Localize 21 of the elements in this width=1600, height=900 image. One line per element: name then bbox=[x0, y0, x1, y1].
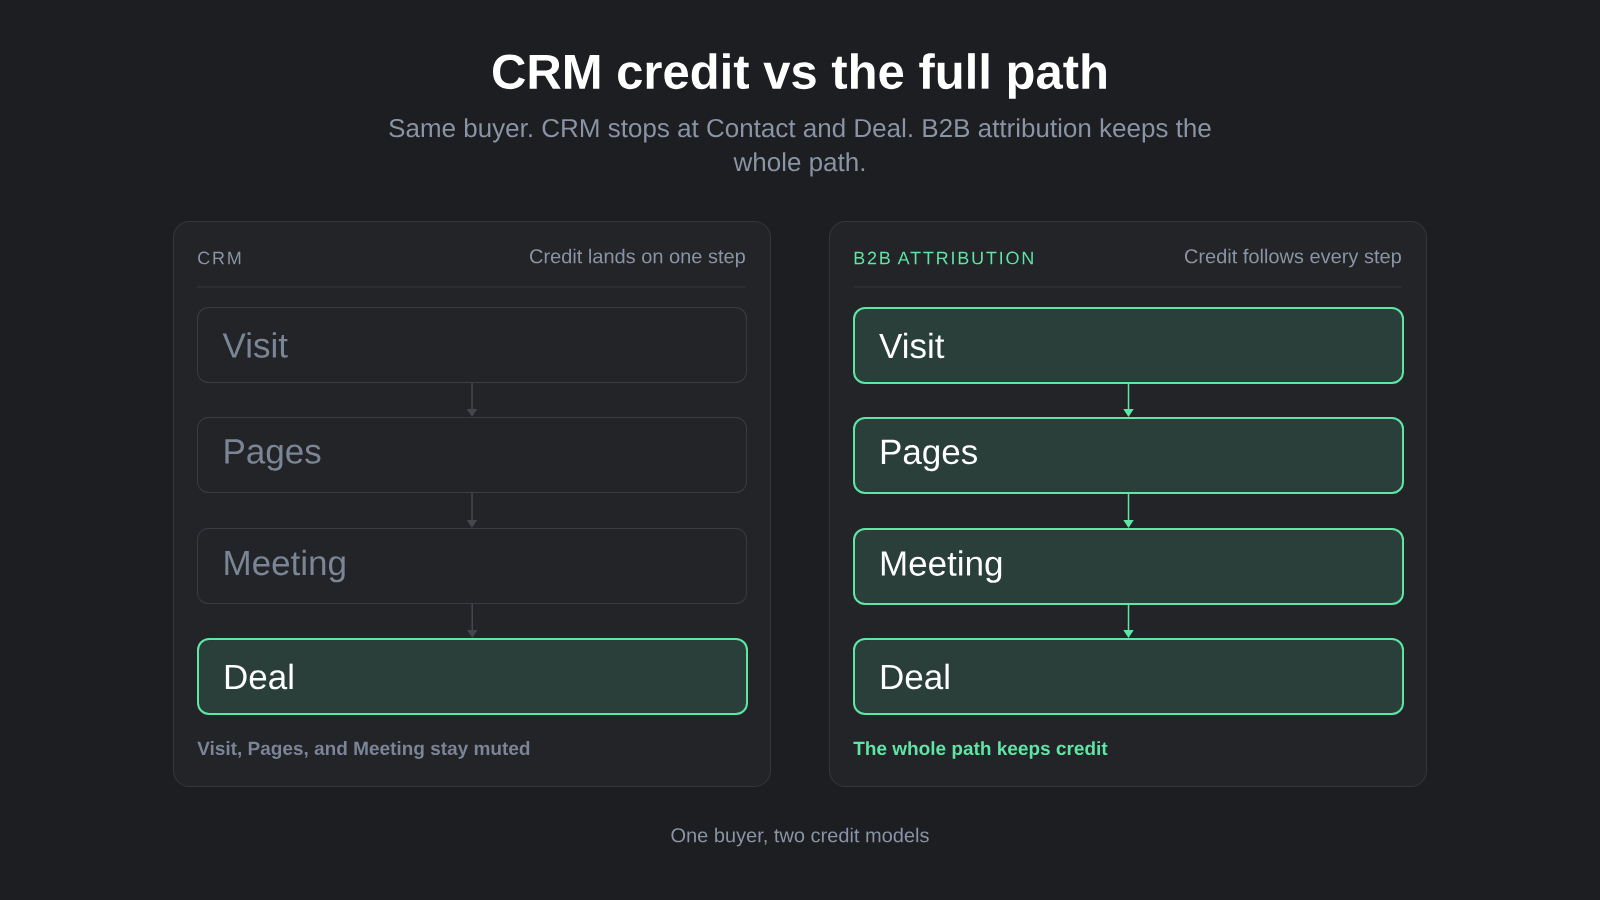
step-box: Deal bbox=[197, 638, 748, 715]
step-box: Visit bbox=[853, 307, 1404, 384]
title: CRM credit vs the full path bbox=[493, 53, 1106, 99]
step-box: Pages bbox=[853, 417, 1404, 494]
arrow bbox=[1123, 493, 1134, 528]
step-box: Meeting bbox=[853, 528, 1404, 605]
caption: One buyer, two credit models bbox=[671, 827, 929, 847]
panel-footer: The whole path keeps credit bbox=[853, 741, 1108, 759]
panel-heading: CRM bbox=[198, 251, 241, 265]
step-box: Meeting bbox=[197, 528, 747, 604]
panel-footer: Visit, Pages, and Meeting stay muted bbox=[197, 741, 530, 759]
arrow bbox=[1123, 383, 1134, 417]
step-box: Pages bbox=[197, 417, 747, 493]
panel-note: Credit lands on one step bbox=[530, 248, 745, 268]
panel-note: Credit follows every step bbox=[1184, 248, 1401, 268]
step-box: Visit bbox=[197, 307, 747, 383]
arrow bbox=[1123, 604, 1134, 638]
arrow bbox=[467, 603, 478, 638]
subtitle: Same buyer. CRM stops at Contact and Deal. B2B attribution keeps the whole path. bbox=[389, 118, 1211, 177]
panel-heading: B2B ATTRIBUTION bbox=[854, 251, 1033, 265]
step-box: Deal bbox=[853, 638, 1404, 715]
